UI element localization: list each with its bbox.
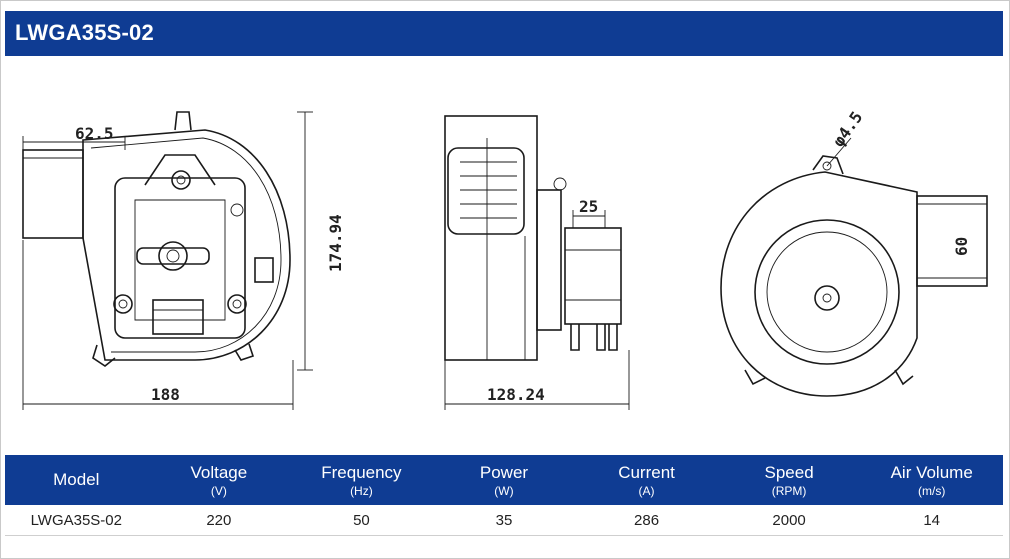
col-frequency: Frequency(Hz) <box>290 455 433 505</box>
col-voltage: Voltage(V) <box>147 455 291 505</box>
rear-view: φ4.5 60 <box>720 108 988 397</box>
cell-voltage: 220 <box>147 505 291 536</box>
col-air-volume: Air Volume(m/s) <box>860 455 1003 505</box>
technical-drawing: 62.5 174.94 188 25 <box>5 60 1003 452</box>
front-view: 62.5 174.94 188 <box>22 111 345 410</box>
col-speed: Speed(RPM) <box>717 455 861 505</box>
col-power: Power(W) <box>432 455 576 505</box>
dim-174-94: 174.94 <box>326 214 345 272</box>
dim-188: 188 <box>151 385 180 404</box>
dim-62-5: 62.5 <box>75 124 114 143</box>
cell-model: LWGA35S-02 <box>5 505 148 536</box>
dim-128-24: 128.24 <box>487 385 545 404</box>
cell-power: 35 <box>432 505 576 536</box>
col-current: Current(A) <box>575 455 718 505</box>
dim-25: 25 <box>579 197 598 216</box>
spec-header-row: Model Voltage(V) Frequency(Hz) Power(W) … <box>5 455 1003 505</box>
dim-60: 60 <box>952 237 971 256</box>
dim-phi-4-5: φ4.5 <box>829 108 867 150</box>
col-model: Model <box>5 455 148 505</box>
cell-current: 286 <box>575 505 718 536</box>
side-view: 25 128.24 <box>444 115 630 410</box>
page-title: LWGA35S-02 <box>15 20 154 45</box>
header-bar: LWGA35S-02 <box>5 11 1003 56</box>
cell-speed: 2000 <box>717 505 861 536</box>
cell-frequency: 50 <box>290 505 433 536</box>
spec-table: Model Voltage(V) Frequency(Hz) Power(W) … <box>5 455 1003 536</box>
cell-air-volume: 14 <box>860 505 1003 536</box>
table-row: LWGA35S-02 220 50 35 286 2000 14 <box>5 505 1003 536</box>
